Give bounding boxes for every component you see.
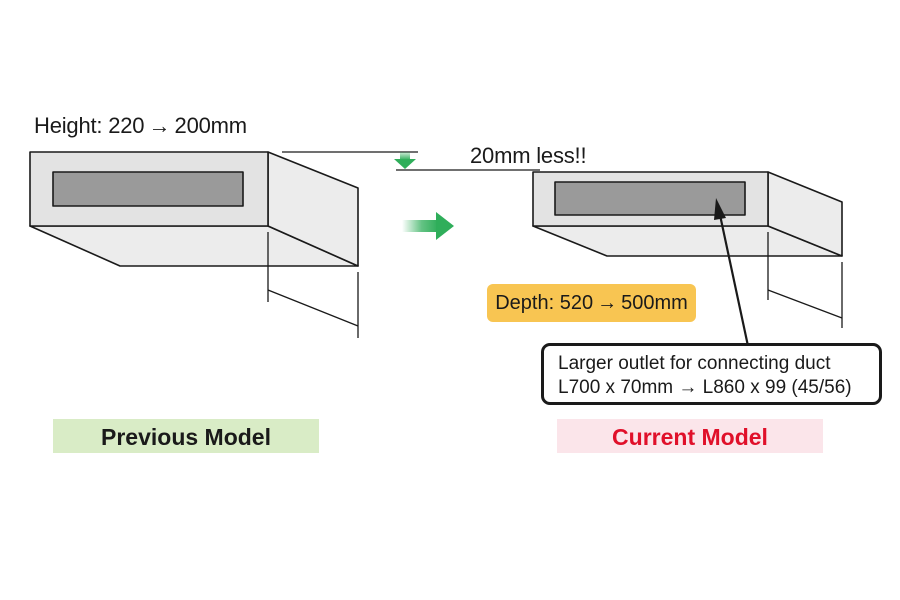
outlet-callout-line2: L700 x 70mm → L860 x 99 (45/56) xyxy=(558,377,852,398)
height-difference-label: 20mm less!! xyxy=(470,143,587,168)
depth-badge: Depth: 520 → 500mm xyxy=(487,284,696,322)
outlet-callout-line1: Larger outlet for connecting duct xyxy=(558,353,831,374)
current-depth-dimension xyxy=(767,232,843,328)
current-unit-outlet xyxy=(554,181,746,216)
height-label: Height: 220 → 200mm xyxy=(34,113,247,138)
current-unit xyxy=(532,171,843,257)
outlet-callout: Larger outlet for connecting duct L700 x… xyxy=(541,343,882,405)
previous-model-label: Previous Model xyxy=(53,419,319,453)
current-model-label: Current Model xyxy=(557,419,823,453)
previous-depth-dimension xyxy=(267,232,359,338)
previous-unit xyxy=(29,151,359,267)
down-arrow-icon xyxy=(394,152,416,169)
previous-unit-outlet xyxy=(52,171,244,207)
right-arrow-icon xyxy=(402,212,454,240)
outlet-pointer-arrow xyxy=(714,198,750,347)
